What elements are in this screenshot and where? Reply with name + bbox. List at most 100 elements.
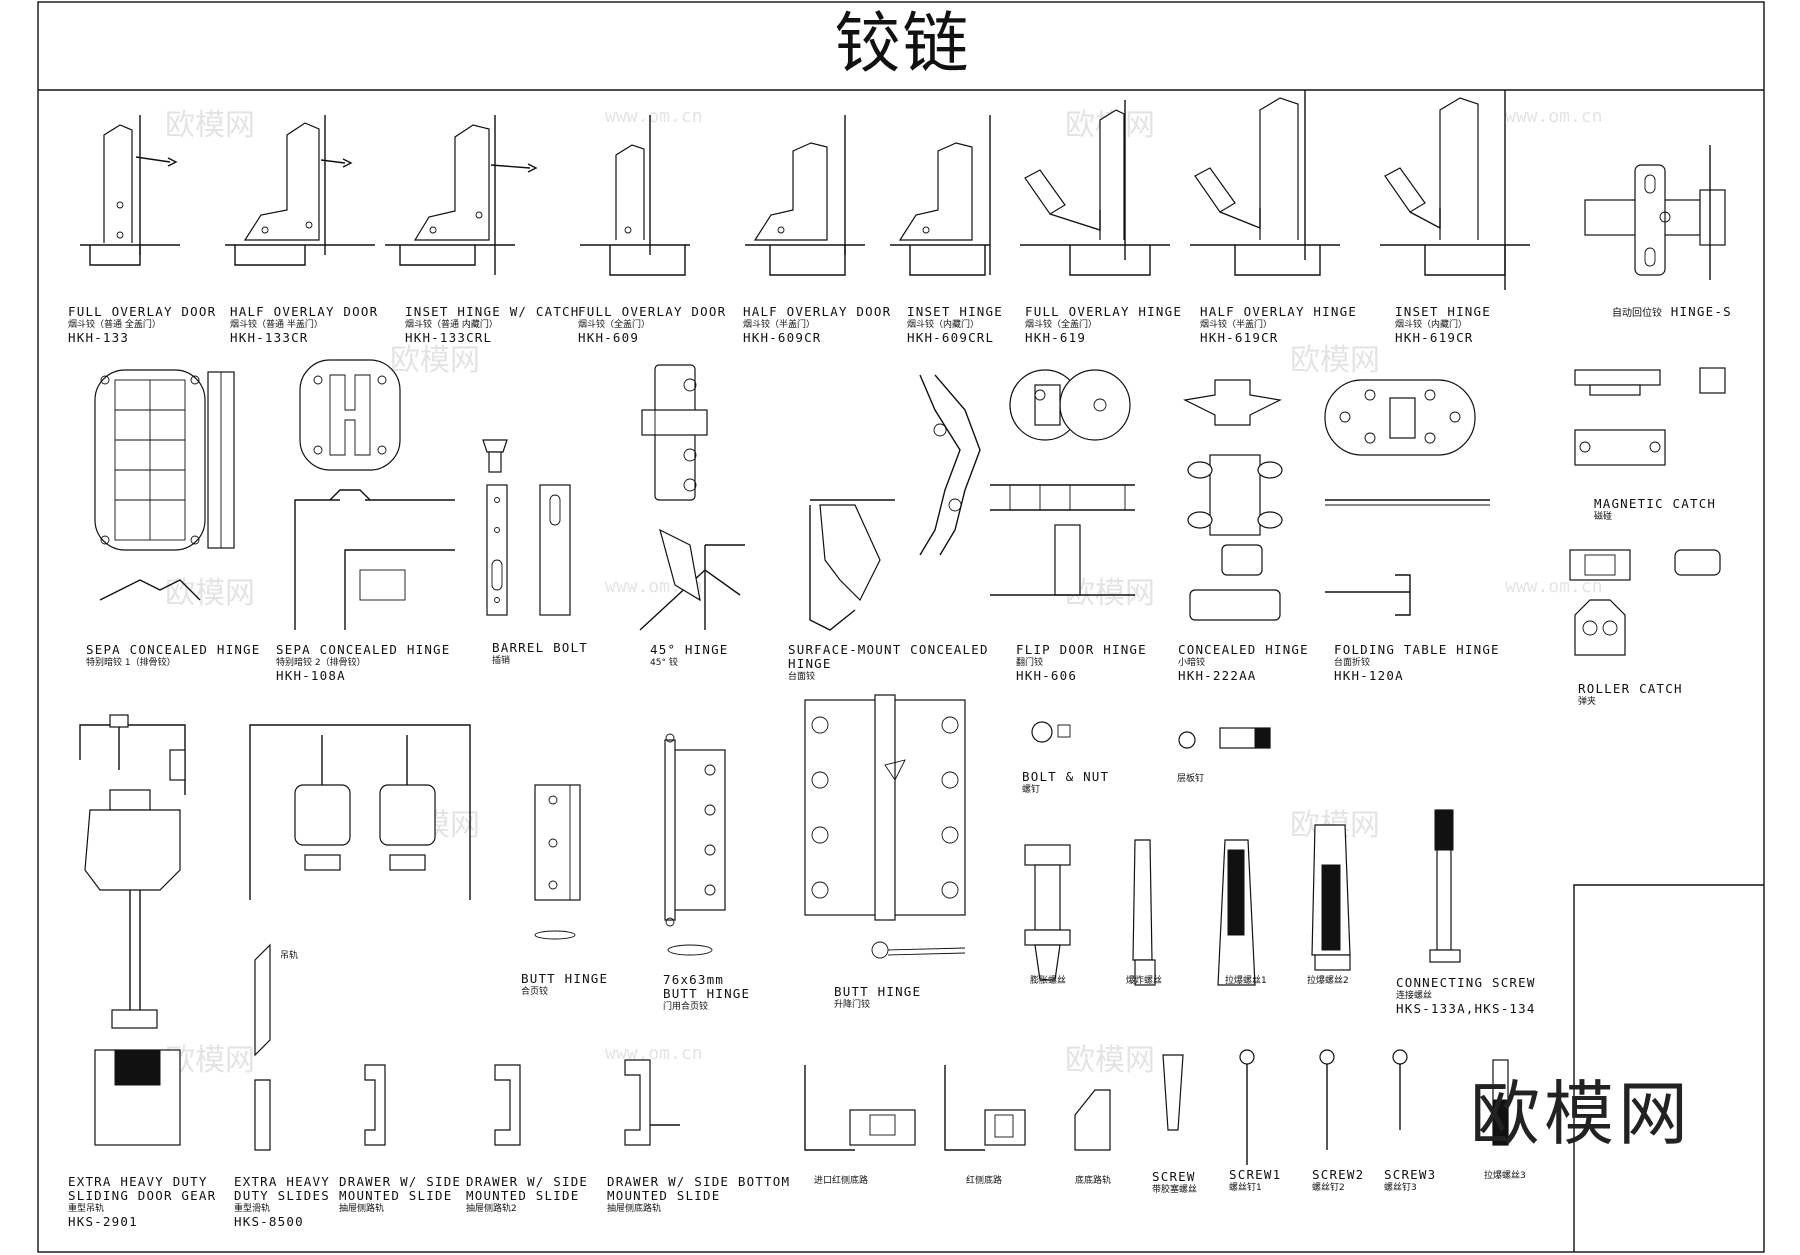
item-name: DRAWER W/ SIDE [339, 1174, 462, 1189]
item-chinese: 烟斗铰（全盖门） [578, 320, 651, 330]
butt-hinge-76-drawing [664, 733, 726, 956]
item-label: FULL OVERLAY DOOR 烟斗铰（普通 全盖门） HKH-133 [68, 305, 216, 345]
item-name: DRAWER W/ SIDE [466, 1174, 589, 1189]
item-name-line2: DUTY SLIDES [234, 1188, 330, 1203]
barrel-bolt-drawing [482, 439, 571, 616]
concealed-hinge-drawing [1183, 379, 1283, 621]
item-label: BOLT & NUT 螺钉 [1022, 770, 1109, 796]
item-chinese: 合页铰 [521, 987, 549, 997]
item-label: EXTRA HEAVY DUTY SLIDES 重型滑轨 HKS-8500 [234, 1175, 330, 1229]
item-chinese: 烟斗铰（内藏门） [1395, 320, 1468, 330]
item-name: FLIP DOOR HINGE [1016, 642, 1147, 657]
item-chinese: 烟斗铰（内藏门） [907, 320, 980, 330]
item-name: BARREL BOLT [492, 640, 588, 655]
item-chinese: 门用合页铰 [663, 1002, 709, 1012]
item-label: SURFACE-MOUNT CONCEALED HINGE 台面铰 [788, 643, 989, 683]
item-label: BUTT HINGE 合页铰 [521, 972, 608, 998]
item-code: HKS-2901 [68, 1214, 138, 1229]
item-name-line2: MOUNTED SLIDE [466, 1188, 580, 1203]
item-name: SEPA CONCEALED HINGE [276, 642, 451, 657]
item-label: FOLDING TABLE HINGE 台面折铰 HKH-120A [1334, 643, 1500, 683]
item-chinese: 烟斗铰（普通 半盖门） [230, 320, 323, 330]
item-name-line2: MOUNTED SLIDE [339, 1188, 453, 1203]
item-label: 红侧底路 [966, 1175, 1002, 1187]
item-chinese: 红侧底路 [966, 1176, 1003, 1186]
item-label: SCREW3 螺丝钉3 [1384, 1168, 1436, 1194]
item-label: BARREL BOLT 插销 [492, 641, 588, 667]
magnetic-catch-drawing [1574, 367, 1726, 466]
item-label: 76x63mm BUTT HINGE 门用合页铰 [663, 973, 750, 1013]
item-chinese: 台面铰 [788, 672, 816, 682]
item-chinese: 带胶塞螺丝 [1152, 1185, 1198, 1195]
item-name: CONCEALED HINGE [1178, 642, 1309, 657]
item-code: HKH-108A [276, 668, 346, 683]
item-chinese: 烟斗铰（半盖门） [1200, 320, 1273, 330]
item-chinese: 烟斗铰（半盖门） [743, 320, 816, 330]
item-name: FULL OVERLAY HINGE [1025, 304, 1183, 319]
item-chinese: 重型滑轨 [234, 1204, 271, 1214]
side-rails-drawing [804, 1065, 1111, 1151]
item-label: 爆炸螺丝 [1126, 975, 1162, 987]
item-label: SCREW2 螺丝钉2 [1312, 1168, 1364, 1194]
cup-hinge-drawing [80, 90, 1726, 290]
screw-set-drawing [1024, 809, 1461, 986]
item-label: BUTT HINGE 升降门铰 [834, 985, 921, 1011]
item-chinese: 小暗铰 [1178, 658, 1206, 668]
item-label: HALF OVERLAY HINGE 烟斗铰（半盖门） HKH-619CR [1200, 305, 1357, 345]
item-chinese: 拉爆螺丝3 [1484, 1171, 1526, 1181]
item-name: HALF OVERLAY DOOR [743, 304, 892, 319]
item-name: BUTT HINGE [521, 971, 609, 986]
item-chinese: 抽屉侧路轨2 [466, 1204, 517, 1214]
item-code: HKH-609CR [743, 330, 822, 345]
item-name: FULL OVERLAY DOOR [578, 304, 727, 319]
item-label: DRAWER W/ SIDE MOUNTED SLIDE 抽屉侧路轨2 [466, 1175, 588, 1215]
item-chinese: 螺丝钉3 [1384, 1183, 1417, 1193]
item-label: 膨胀螺丝 [1030, 975, 1066, 987]
item-chinese: 膨胀螺丝 [1030, 976, 1067, 986]
screws-drawing [1162, 1049, 1509, 1165]
roller-catch-drawing [1569, 549, 1721, 656]
item-name: BUTT HINGE [834, 984, 922, 999]
item-label: FULL OVERLAY HINGE 烟斗铰（全盖门） HKH-619 [1025, 305, 1182, 345]
heavy-slide-drawing [254, 943, 271, 1151]
item-chinese: 特别暗铰 2（排骨铰） [276, 658, 366, 668]
item-label: CONCEALED HINGE 小暗铰 HKH-222AA [1178, 643, 1309, 683]
item-name: INSET HINGE W/ CATCH [405, 304, 580, 319]
hanger-label: 吊轨 [280, 951, 299, 961]
item-code: HKS-8500 [234, 1214, 304, 1229]
sepa-hinge-2-drawing [294, 359, 455, 630]
item-name-line2: HINGE [788, 656, 832, 671]
item-label: 吊轨 [280, 950, 298, 962]
item-name: INSET HINGE [1395, 304, 1491, 319]
item-chinese: 抽屉侧底路轨 [607, 1204, 662, 1214]
item-label: 拉爆螺丝1 [1225, 975, 1267, 987]
item-label: INSET HINGE W/ CATCH 烟斗铰（普通 内藏门） HKH-133… [405, 305, 580, 345]
item-name: SCREW3 [1384, 1167, 1437, 1182]
butt-hinge-lift-drawing [804, 694, 966, 959]
item-label: DRAWER W/ SIDE BOTTOM MOUNTED SLIDE 抽屉侧底… [607, 1175, 790, 1215]
item-name: FULL OVERLAY DOOR [68, 304, 217, 319]
item-chinese: 磁碰 [1594, 512, 1613, 522]
item-name: SCREW [1152, 1169, 1196, 1184]
item-chinese: 螺丝钉2 [1312, 1183, 1345, 1193]
item-name: CONNECTING SCREW [1396, 975, 1536, 990]
brand-mark: 欧模网 [1470, 1073, 1692, 1155]
item-name-line2: SLIDING DOOR GEAR [68, 1188, 217, 1203]
item-chinese: 升降门铰 [834, 1000, 871, 1010]
item-name: 45° HINGE [650, 642, 729, 657]
item-name: ROLLER CATCH [1578, 681, 1683, 696]
item-name: BOLT & NUT [1022, 769, 1110, 784]
item-code: HKH-133 [68, 330, 130, 345]
item-chinese: 翻门铰 [1016, 658, 1044, 668]
item-code: HKH-619CR [1395, 330, 1474, 345]
item-name: MAGNETIC CATCH [1594, 496, 1717, 511]
item-code: HKS-133A,HKS-134 [1396, 1001, 1536, 1016]
item-name: HALF OVERLAY HINGE [1200, 304, 1358, 319]
item-label: 层板钉 [1177, 773, 1204, 785]
item-code: HKH-222AA [1178, 668, 1257, 683]
item-label: HALF OVERLAY DOOR 烟斗铰（普通 半盖门） HKH-133CR [230, 305, 378, 345]
item-code: HKH-609 [578, 330, 640, 345]
item-label: FLIP DOOR HINGE 翻门铰 HKH-606 [1016, 643, 1147, 683]
